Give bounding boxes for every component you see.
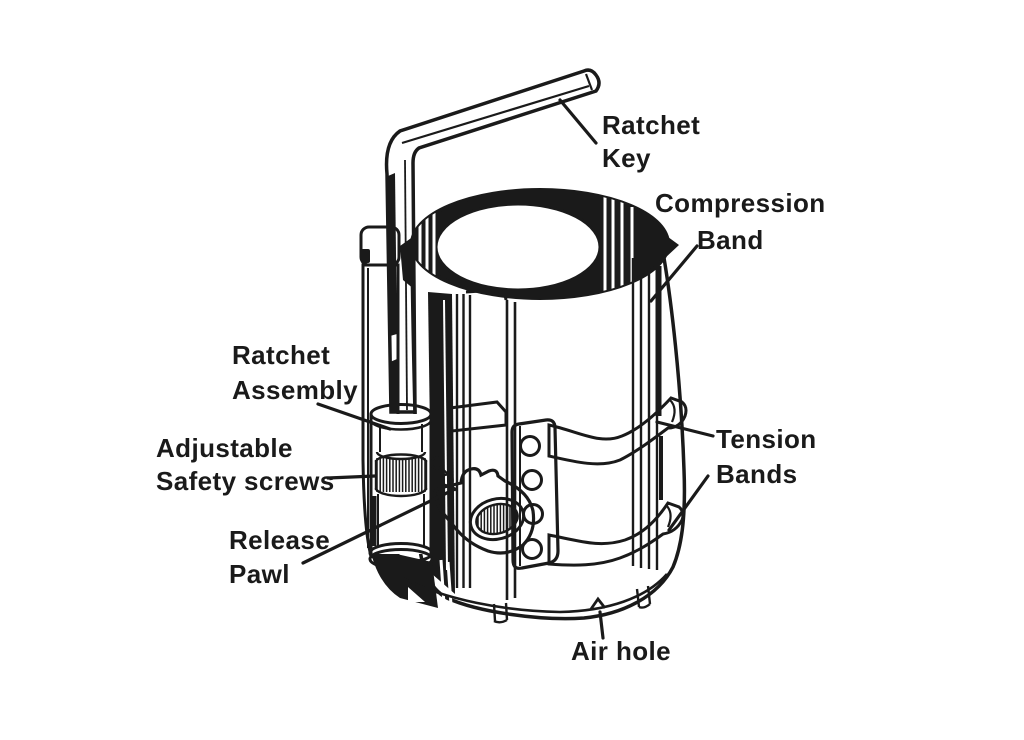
leader-ratchet-key [558, 98, 598, 145]
rim-shadow-left [400, 236, 415, 290]
label-compression-band-line2: Band [697, 225, 764, 255]
label-ratchet-assembly-line1: Ratchet [232, 340, 330, 370]
label-tension-bands-line1: Tension [716, 424, 817, 454]
release-pawl-drawing [433, 467, 536, 555]
leader-tension-band-2 [667, 474, 710, 532]
leader-tension-band-1 [655, 420, 715, 438]
label-ratchet-key-line1: Ratchet [602, 110, 700, 140]
leader-release-pawl [301, 487, 457, 565]
label-ratchet-assembly-line2: Assembly [232, 375, 358, 405]
label-tension-bands-line2: Bands [716, 459, 797, 489]
leader-safety-screws [326, 474, 377, 480]
band-seams [455, 258, 663, 588]
ratchet-assembly-drawing [368, 403, 434, 570]
leader-air-hole [598, 610, 605, 640]
label-safety-screws-line2: Safety screws [156, 466, 335, 496]
rim-shadow-right [664, 234, 679, 259]
leader-compression-band [649, 244, 699, 303]
tension-band-lower-drawing [547, 501, 685, 567]
labels: Ratchet Key Compression Band Ratchet Ass… [156, 110, 826, 666]
plate-hole [519, 435, 541, 457]
label-ratchet-key-line2: Key [602, 143, 651, 173]
label-compression-band-line1: Compression [655, 188, 826, 218]
bottom-edge-detail [402, 573, 668, 624]
label-air-hole: Air hole [571, 636, 671, 666]
plate-hole [521, 469, 543, 491]
air-hole-notch [589, 596, 607, 610]
ratchet-key-drawing [384, 68, 601, 414]
label-release-pawl-line1: Release [229, 525, 330, 555]
label-safety-screws-line1: Adjustable [156, 433, 293, 463]
leader-lines [301, 98, 715, 640]
leader-ratchet-assembly [316, 402, 392, 431]
label-release-pawl-line2: Pawl [229, 559, 290, 589]
compression-band-rim [400, 188, 679, 300]
anchor-block [448, 400, 508, 433]
tension-band-upper-drawing [547, 396, 688, 466]
plate-hole [521, 538, 543, 560]
